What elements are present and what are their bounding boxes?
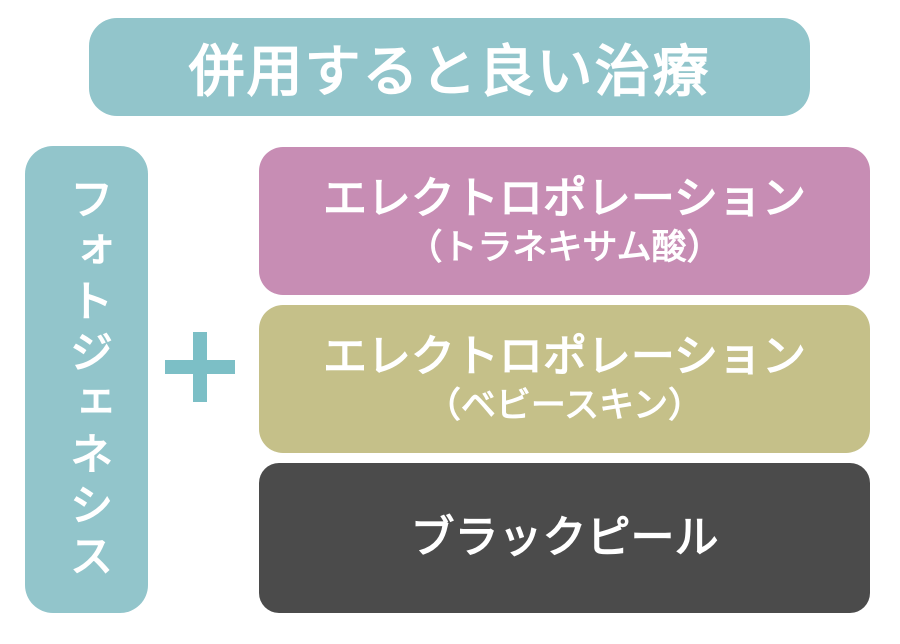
treatment-detail: （トラネキサム酸） — [407, 227, 722, 267]
plus-icon-vertical-bar — [193, 332, 207, 402]
treatment-card-electroporation-tranexamic-acid: エレクトロポレーション （トラネキサム酸） — [259, 147, 870, 295]
diagram-title: 併用すると良い治療 — [188, 39, 711, 103]
treatment-card-electroporation-babyskin: エレクトロポレーション （ベビースキン） — [259, 305, 870, 453]
treatment-card-black-peel: ブラックピール — [259, 463, 870, 613]
base-treatment-label: フォトジェネシス — [62, 175, 112, 584]
diagram-title-box: 併用すると良い治療 — [89, 18, 810, 116]
plus-icon — [165, 332, 235, 402]
base-treatment-box: フォトジェネシス — [25, 146, 148, 613]
treatment-detail: （ベビースキン） — [425, 385, 704, 425]
treatment-name: エレクトロポレーション — [322, 331, 807, 381]
treatment-name: ブラックピール — [410, 512, 719, 562]
treatment-name: エレクトロポレーション — [322, 173, 807, 223]
combined-treatments-list: エレクトロポレーション （トラネキサム酸） エレクトロポレーション （ベビースキ… — [259, 147, 870, 613]
